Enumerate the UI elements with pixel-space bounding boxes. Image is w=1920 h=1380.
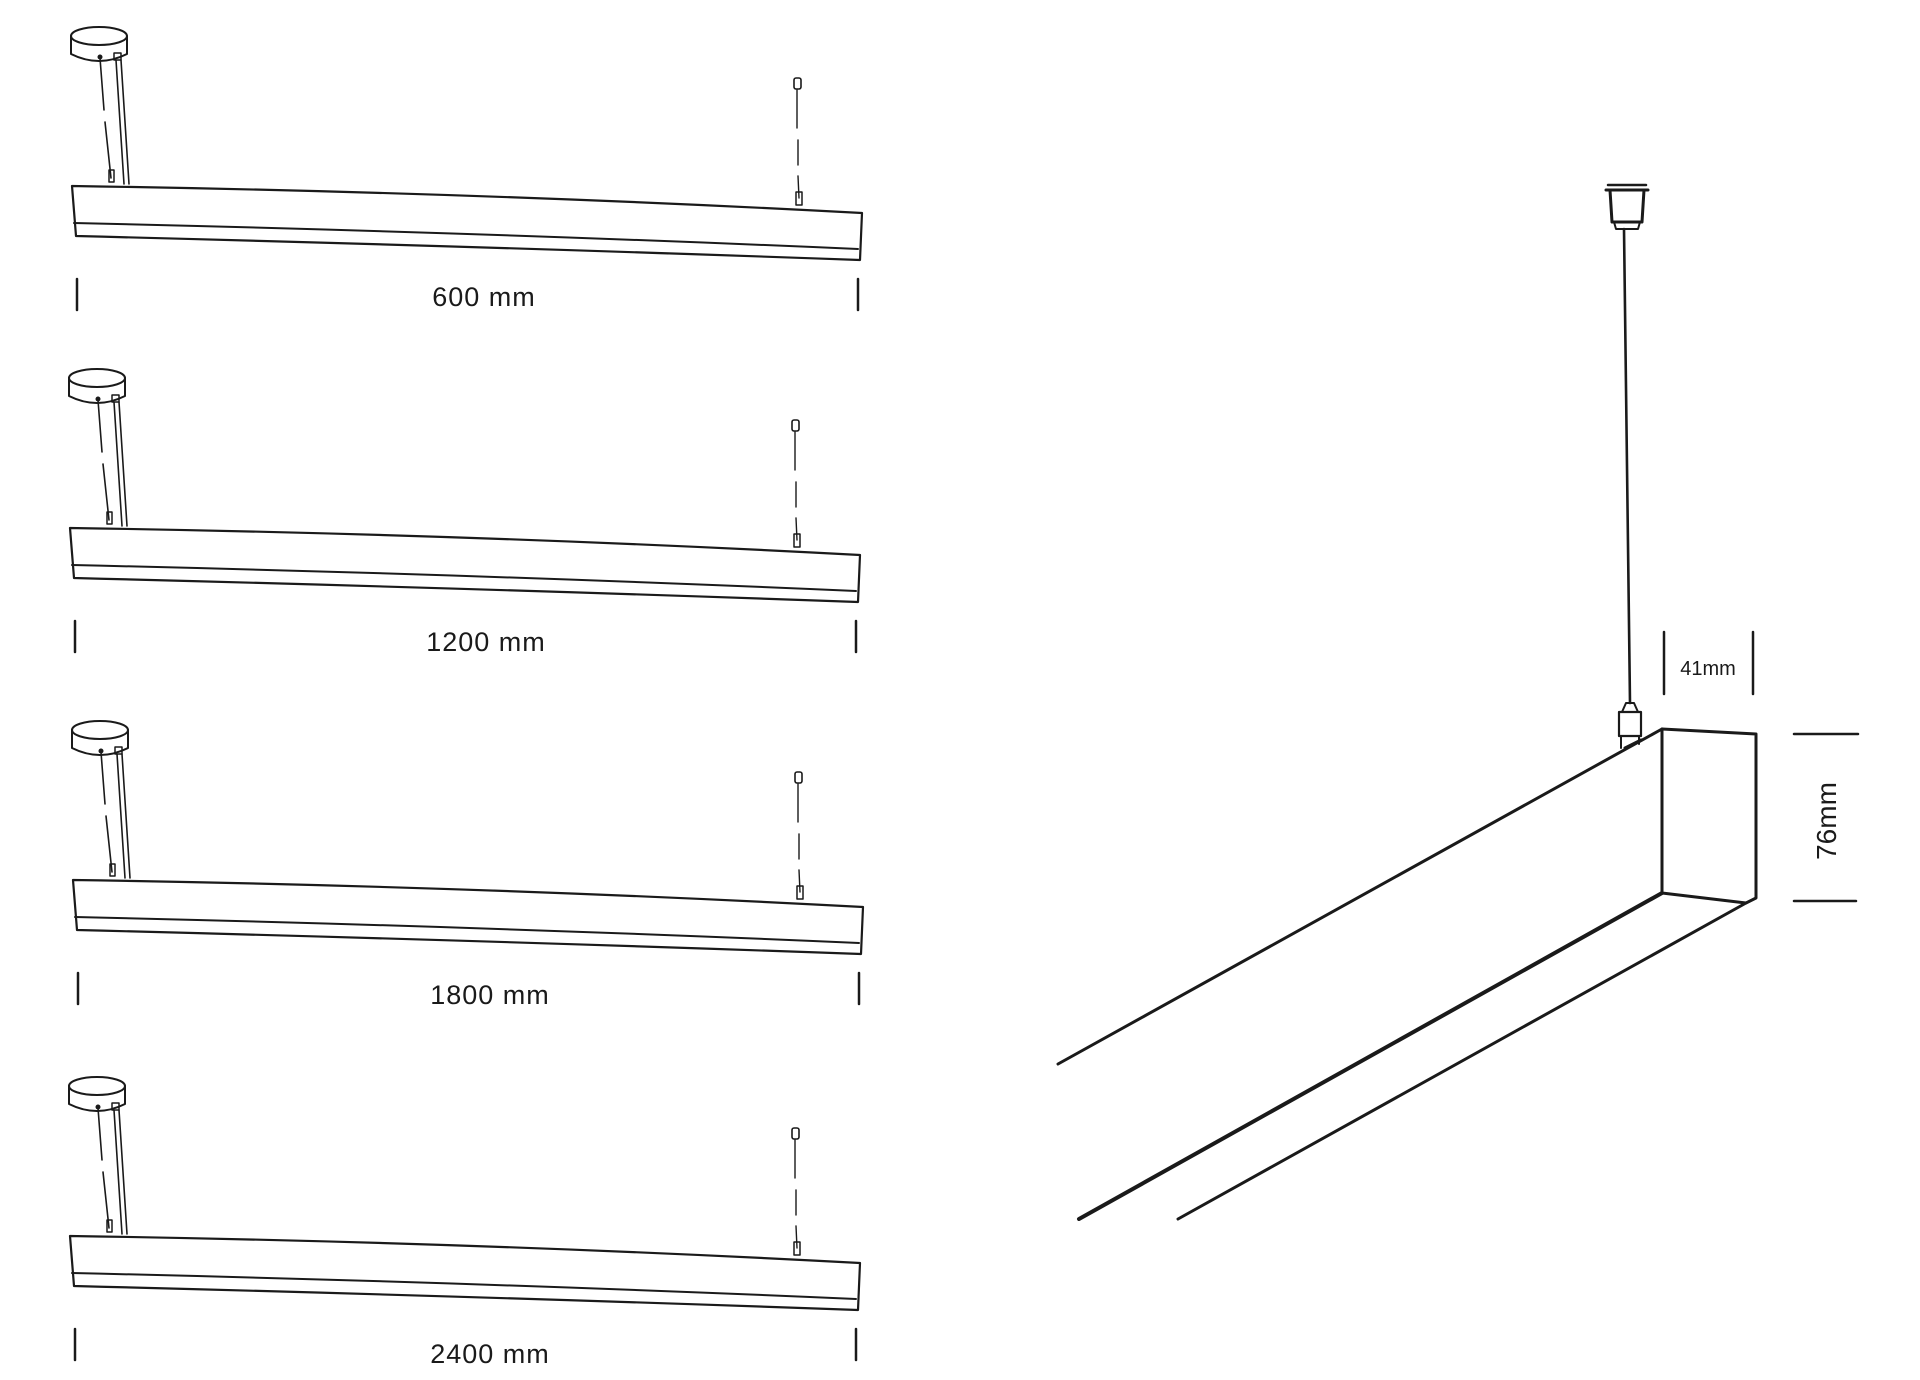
variant-1200: 1200 mm — [67, 367, 862, 657]
height-label: 76mm — [1811, 782, 1842, 860]
profile-detail-view: 41mm 76mm — [1000, 183, 1860, 1281]
height-dimension: 76mm — [1792, 732, 1860, 903]
width-label: 41mm — [1680, 658, 1736, 680]
length-label: 1200 mm — [426, 627, 546, 657]
variant-2400: 2400 mm — [67, 1075, 862, 1369]
width-dimension: 41mm — [1662, 630, 1755, 696]
length-label: 1800 mm — [430, 980, 550, 1010]
variant-600: 600 mm — [69, 25, 864, 312]
length-label: 2400 mm — [430, 1339, 550, 1369]
detail-canopy — [1604, 183, 1650, 230]
variant-1800: 1800 mm — [70, 719, 865, 1010]
length-label: 600 mm — [432, 282, 536, 312]
